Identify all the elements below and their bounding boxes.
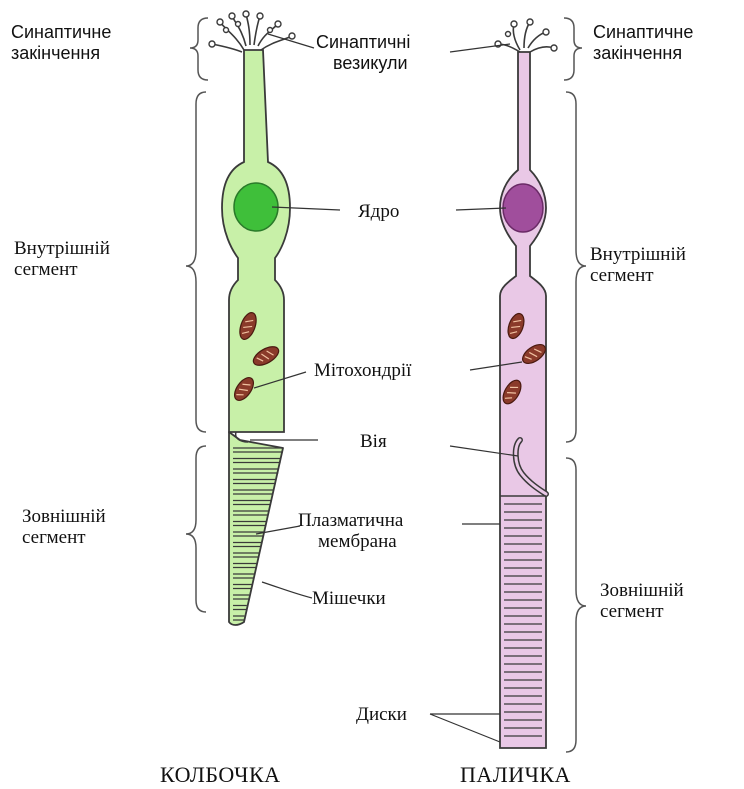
label-line: сегмент (14, 259, 110, 280)
label-cilium: Вія (360, 431, 387, 453)
label-cone-inner-segment: Внутрішній сегмент (14, 238, 110, 280)
label-rod-inner-segment: Внутрішній сегмент (590, 244, 686, 286)
leader-vesicles-rod (450, 44, 510, 52)
label-cone-synaptic-ending: Синаптичне закінчення (11, 22, 111, 64)
label-discs: Диски (356, 704, 407, 726)
rod-synaptic-terminal (498, 22, 554, 52)
cone-synaptic-knobs (209, 11, 295, 47)
leader-discs-b (430, 714, 500, 742)
label-line: закінчення (11, 43, 111, 64)
cone-nucleus (234, 183, 278, 231)
rod-cell (495, 19, 557, 748)
cone-outer-segment (229, 432, 283, 625)
label-line: везикули (316, 53, 410, 74)
brace-cone-synaptic (190, 18, 208, 80)
label-line: мембрана (298, 531, 403, 552)
label-synaptic-vesicles: Синаптичні везикули (316, 32, 410, 74)
brace-cone-outer (186, 446, 206, 612)
label-line: Синаптичне (11, 22, 111, 43)
label-line: Синаптичне (593, 22, 693, 43)
cone-cell (209, 11, 295, 625)
brace-rod-inner (566, 92, 586, 442)
leader-nucleus-rod (456, 208, 506, 210)
title-cone: КОЛБОЧКА (160, 762, 281, 788)
label-mitochondria: Мітохондрії (314, 360, 411, 382)
label-line: Внутрішній (14, 238, 110, 259)
label-line: сегмент (22, 527, 106, 548)
title-rod: ПАЛИЧКА (460, 762, 571, 788)
label-line: сегмент (590, 265, 686, 286)
label-line: закінчення (593, 43, 693, 64)
label-rod-synaptic-ending: Синаптичне закінчення (593, 22, 693, 64)
cone-body (222, 50, 290, 432)
label-line: Зовнішній (600, 580, 684, 601)
leader-lines (250, 34, 522, 742)
cone-synaptic-terminal (212, 14, 292, 52)
leader-sacs (262, 582, 312, 598)
label-nucleus: Ядро (358, 201, 399, 223)
label-sacs: Мішечки (312, 588, 386, 610)
brace-rod-outer (566, 458, 586, 752)
label-line: Синаптичні (316, 32, 410, 53)
label-line: сегмент (600, 601, 684, 622)
label-line: Зовнішній (22, 506, 106, 527)
label-rod-outer-segment: Зовнішній сегмент (600, 580, 684, 622)
brace-cone-inner (186, 92, 206, 432)
label-plasma-membrane: Плазматична мембрана (298, 510, 403, 552)
label-cone-outer-segment: Зовнішній сегмент (22, 506, 106, 548)
brace-rod-synaptic (564, 18, 582, 80)
label-line: Внутрішній (590, 244, 686, 265)
label-line: Плазматична (298, 510, 403, 531)
rod-nucleus (503, 184, 543, 232)
